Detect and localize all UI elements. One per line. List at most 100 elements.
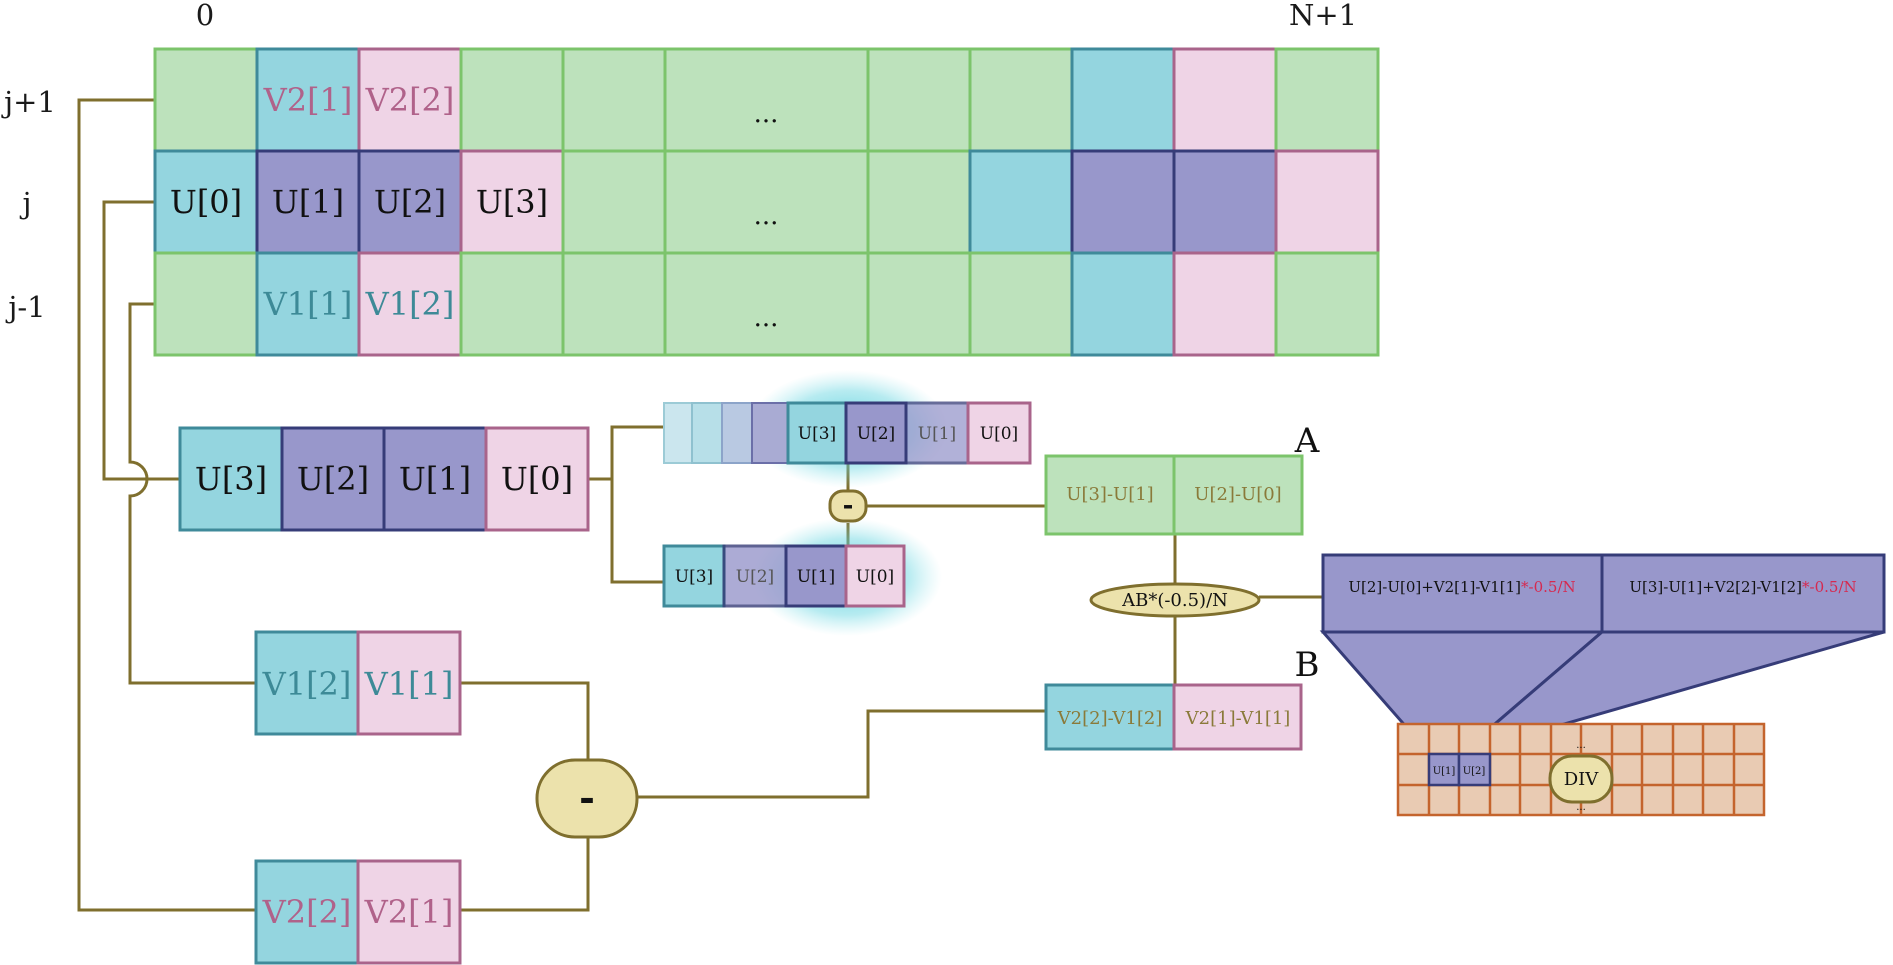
register-b-title: B	[1295, 645, 1320, 685]
shift-top-cell	[844, 401, 908, 465]
register-a-title: A	[1294, 421, 1320, 461]
svg-text:U[2]-U[0]+V2[1]-V1[1]*-0.5/N: U[2]-U[0]+V2[1]-V1[1]*-0.5/N	[1348, 578, 1575, 596]
grid-cell	[663, 251, 870, 357]
v2-register-cell	[356, 859, 462, 965]
grid-cell	[153, 251, 259, 357]
shift-register-top: U[3] U[2] U[1] U[0]	[663, 370, 1032, 488]
v2-register-label: V2[2]	[262, 893, 352, 931]
minus-op-large: -	[535, 758, 639, 839]
svg-text:U[3]-U[1]+V2[2]-V1[2]*-0.5/N: U[3]-U[1]+V2[2]-V1[2]*-0.5/N	[1629, 578, 1856, 596]
shift-bot-cell	[722, 544, 788, 608]
wire-minus-to-b	[637, 709, 1046, 799]
v1-register: V1[2] V1[1]	[254, 630, 462, 736]
v2-register-label: V2[1]	[364, 893, 454, 931]
grid-cell	[561, 47, 667, 153]
register-b-label: V2[1]-V1[1]	[1185, 708, 1291, 729]
result-factor-2: *-0.5/N	[1802, 578, 1857, 596]
u-register-label: U[3]	[195, 460, 267, 498]
v2-register: V2[2] V2[1]	[254, 859, 462, 965]
fade-cell	[691, 402, 723, 464]
register-b: B V2[2]-V1[2] V2[1]-V1[1]	[1044, 645, 1320, 751]
shift-bot-label: U[0]	[856, 567, 894, 587]
register-b-cell	[1044, 683, 1176, 751]
u-register: U[3] U[2] U[1] U[0]	[178, 426, 590, 532]
u-register-label: U[0]	[501, 460, 573, 498]
grid-cell	[968, 251, 1074, 357]
fade-cell	[751, 402, 789, 464]
u-register-cell	[484, 426, 590, 532]
result-expr-1: U[2]-U[0]+V2[1]-V1[1]	[1348, 578, 1521, 596]
row-label-j-1: j-1	[5, 290, 45, 324]
wire-v2-to-minus	[460, 837, 590, 912]
divide-op: DIV	[1548, 754, 1614, 804]
output-dots-top: ...	[1576, 740, 1586, 751]
minus-op-large-label: -	[579, 775, 595, 820]
v1-register-cell	[254, 630, 360, 736]
register-b-label: V2[2]-V1[2]	[1057, 708, 1163, 729]
shift-bot-cell	[844, 544, 906, 608]
grid-ellipsis-mid: ...	[754, 201, 779, 231]
v1-register-label: V1[1]	[364, 665, 454, 703]
grid-label-v1-2: V1[2]	[365, 285, 455, 323]
grid-cell	[1172, 47, 1278, 153]
divide-op-label: DIV	[1564, 769, 1600, 790]
grid-cell	[1274, 251, 1380, 357]
grid-cell	[866, 47, 972, 153]
output-cell-u2	[1457, 752, 1492, 787]
grid-ellipsis-top: ...	[754, 99, 779, 129]
grid-cell	[866, 251, 972, 357]
output-label-u1: U[1]	[1433, 766, 1456, 777]
register-a-cell	[1044, 454, 1176, 536]
grid-cell	[1172, 149, 1278, 255]
col-end-label: N+1	[1289, 0, 1357, 32]
u-register-label: U[1]	[399, 460, 471, 498]
shift-bot-cell	[784, 544, 848, 608]
grid-ellipsis-bot: ...	[754, 303, 779, 333]
output-label-u2: U[2]	[1463, 766, 1486, 777]
minus-op-small-label: -	[843, 491, 854, 521]
minus-op-small: -	[828, 489, 868, 523]
grid-cell	[153, 47, 259, 153]
grid-cell	[1274, 149, 1380, 255]
row-label-j: j	[20, 186, 32, 220]
grid-cell	[1274, 47, 1380, 153]
col-start-label: 0	[196, 0, 214, 32]
grid-cell	[459, 251, 565, 357]
grid-label-u3: U[3]	[476, 183, 548, 221]
grid-cell	[1070, 47, 1176, 153]
u-register-label: U[2]	[297, 460, 369, 498]
wire-v1-to-minus	[460, 681, 590, 760]
grid-label-u0: U[0]	[170, 183, 242, 221]
fade-cell	[721, 402, 753, 464]
register-a: A U[3]-U[1] U[2]-U[0]	[1044, 421, 1320, 536]
register-a-cell	[1172, 454, 1304, 536]
register-a-label: U[3]-U[1]	[1066, 484, 1153, 505]
main-grid	[153, 47, 1380, 357]
shift-top-label: U[2]	[857, 424, 895, 444]
grid-cell	[663, 149, 870, 255]
shift-bot-label: U[1]	[797, 567, 835, 587]
grid-cell	[561, 149, 667, 255]
output-dots-bottom: ...	[1576, 802, 1586, 813]
grid-cell	[1172, 251, 1278, 357]
v2-register-cell	[254, 859, 360, 965]
grid-cell	[1070, 251, 1176, 357]
grid-label-v2-1: V2[1]	[263, 81, 353, 119]
u-register-cell	[280, 426, 386, 532]
grid-cell	[968, 149, 1074, 255]
shift-bot-label: U[2]	[736, 567, 774, 587]
grid-cell	[255, 149, 361, 255]
shift-top-label: U[0]	[980, 424, 1018, 444]
wire-row-j1	[77, 98, 256, 912]
output-cell-u1	[1427, 752, 1461, 787]
output-highlight: U[1] U[2] ... ...	[1427, 740, 1586, 813]
fade-cell	[663, 402, 693, 464]
shift-bot-label: U[3]	[675, 567, 713, 587]
wire-row-j-1	[128, 302, 256, 685]
grid-label-u1: U[1]	[272, 183, 344, 221]
multiply-op: AB*(-0.5)/N	[1089, 582, 1261, 618]
wire-u-to-shift-b	[610, 479, 664, 584]
shift-bot-cell	[662, 544, 726, 608]
register-a-label: U[2]-U[0]	[1194, 484, 1281, 505]
shift-top-label: U[3]	[798, 424, 836, 444]
